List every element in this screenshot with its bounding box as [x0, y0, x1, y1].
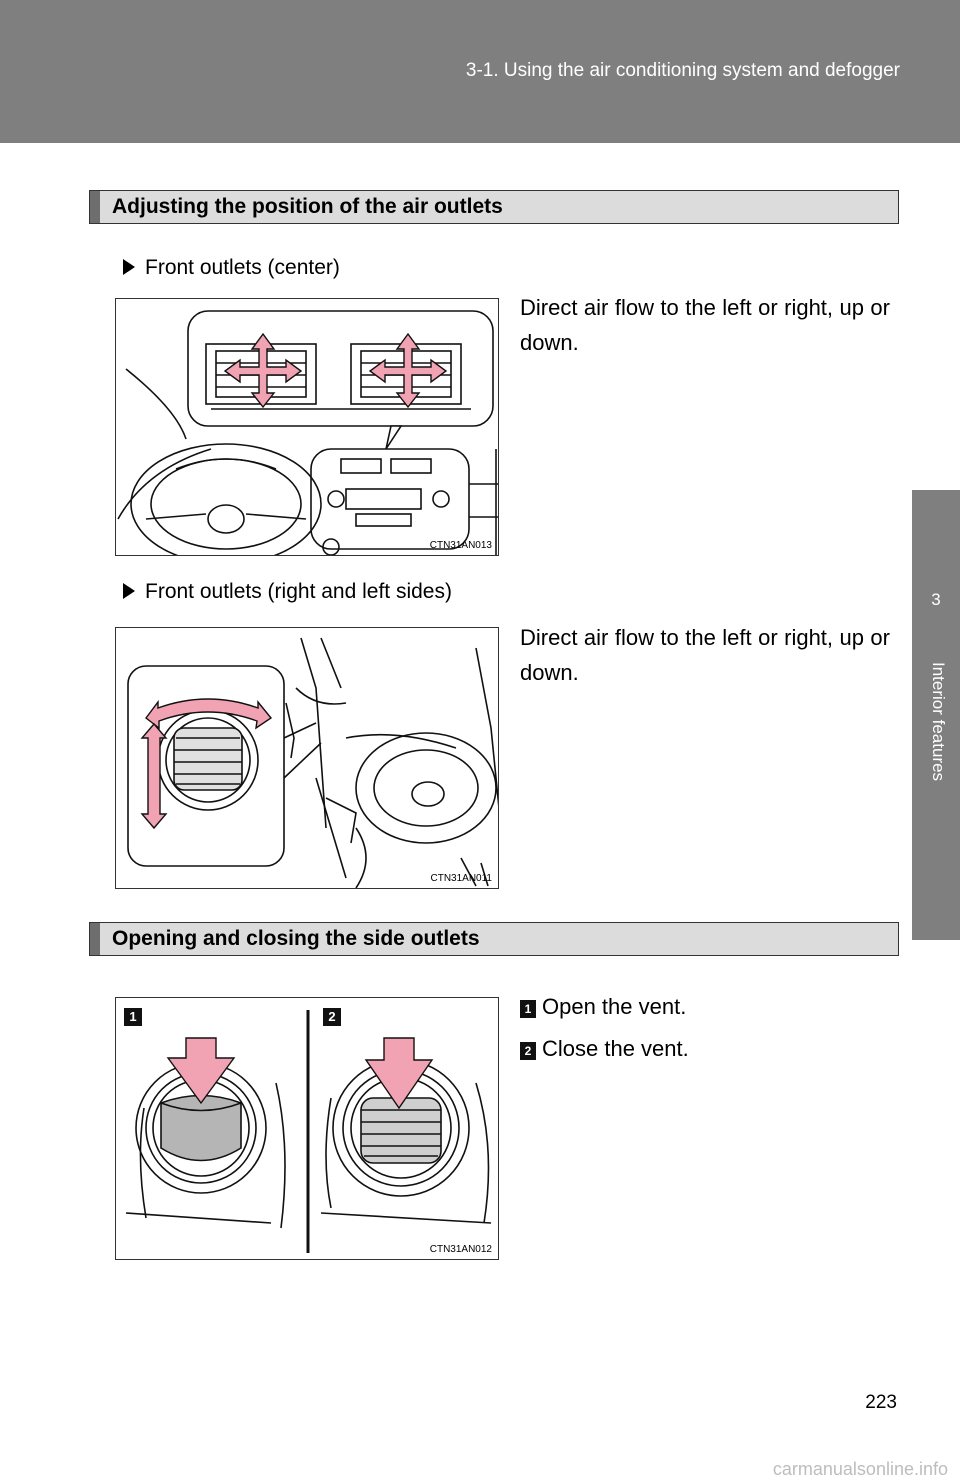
- step-text: Close the vent.: [542, 1036, 689, 1061]
- running-head: 3-1. Using the air conditioning system a…: [465, 60, 900, 81]
- bullet-text: Front outlets (right and left sides): [145, 580, 452, 603]
- figure-code: CTN31AN012: [429, 1244, 492, 1255]
- step-open-vent: 1 Open the vent.: [520, 994, 686, 1020]
- side-outlets-illustration: [127, 637, 498, 888]
- step-number-badge: 2: [520, 1042, 536, 1060]
- figure-badge-1: 1: [124, 1008, 142, 1026]
- page-number: 223: [865, 1392, 897, 1413]
- section-heading-air-outlets: Adjusting the position of the air outlet…: [89, 190, 899, 224]
- description-center: Direct air flow to the left or right, up…: [520, 295, 890, 355]
- step-close-vent: 2 Close the vent.: [520, 1036, 689, 1062]
- figure-open-close-vent: 1 2 CTN31AN012: [115, 997, 499, 1260]
- bullet-arrow-icon: [123, 583, 135, 599]
- figure-code: CTN31AN011: [430, 873, 492, 884]
- step-text: Open the vent.: [542, 994, 687, 1019]
- bullet-arrow-icon: [123, 259, 135, 275]
- center-outlets-illustration: [117, 310, 498, 555]
- description-sides: Direct air flow to the left or right, up…: [520, 625, 890, 685]
- chapter-label: Interior features: [929, 662, 948, 782]
- step-number-badge: 1: [520, 1000, 536, 1018]
- bullet-front-sides: Front outlets (right and left sides): [123, 580, 452, 604]
- bullet-front-center: Front outlets (center): [123, 256, 340, 280]
- watermark[interactable]: carmanualsonline.info: [772, 1459, 948, 1479]
- section-heading-side-outlets: Opening and closing the side outlets: [89, 922, 899, 956]
- bullet-text: Front outlets (center): [145, 256, 340, 279]
- chapter-tab[interactable]: 3 Interior features: [912, 490, 960, 940]
- section-title: Opening and closing the side outlets: [112, 927, 480, 950]
- figure-badge-2: 2: [323, 1008, 341, 1026]
- section-title: Adjusting the position of the air outlet…: [112, 195, 503, 218]
- figure-center-outlets: CTN31AN013: [115, 298, 499, 556]
- chapter-number: 3: [931, 590, 941, 609]
- figure-code: CTN31AN013: [429, 540, 492, 551]
- figure-side-outlets: CTN31AN011: [115, 627, 499, 889]
- open-close-vent-illustration: [125, 1010, 492, 1253]
- header-bar: 3-1. Using the air conditioning system a…: [0, 0, 960, 143]
